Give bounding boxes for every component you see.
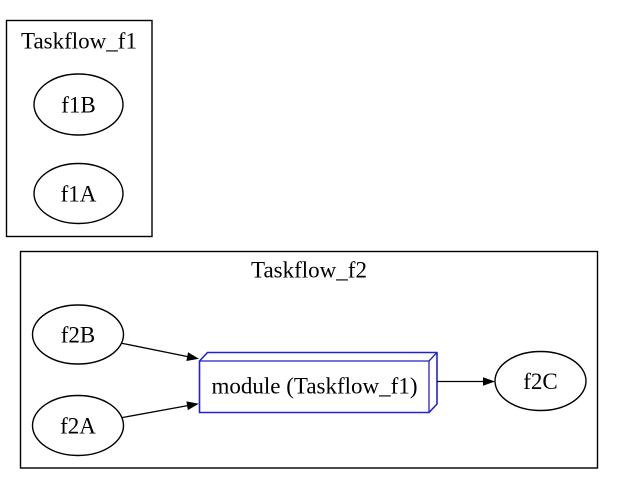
node-f2a: f2A xyxy=(31,394,125,457)
node-f1b-ellipse xyxy=(33,73,124,136)
cluster-taskflow-f2-border xyxy=(19,250,599,469)
edge-f2b-to-module xyxy=(121,342,199,362)
node-f2b-label: f2B xyxy=(61,323,96,348)
cluster-taskflow-f1-border xyxy=(5,19,153,238)
node-module-label: module (Taskflow_f1) xyxy=(212,374,418,399)
node-f2b-ellipse xyxy=(31,304,125,365)
node-f2b: f2B xyxy=(31,304,125,365)
node-module-box3d-depth-lines xyxy=(199,352,438,413)
cluster-taskflow-f1-label: Taskflow_f1 xyxy=(21,29,137,54)
node-f2c-ellipse xyxy=(494,350,587,412)
node-f2c: f2C xyxy=(494,350,587,412)
edge-f2a-to-module-line xyxy=(121,404,188,419)
cluster-taskflow-f2-label: Taskflow_f2 xyxy=(251,258,367,283)
cluster-taskflow-f1: Taskflow_f1 f1B f1A xyxy=(5,19,153,238)
edge-module-to-f2c xyxy=(437,377,495,386)
node-f1b: f1B xyxy=(33,73,124,136)
arrowhead-icon xyxy=(186,352,199,362)
node-f1a-label: f1A xyxy=(61,182,97,207)
cluster-taskflow-f2: Taskflow_f2 f2B f2A xyxy=(19,250,599,469)
node-f1b-label: f1B xyxy=(61,93,96,118)
node-f2a-label: f2A xyxy=(60,414,96,439)
node-f1a-ellipse xyxy=(33,162,124,225)
arrowhead-icon xyxy=(483,377,495,386)
node-f1a: f1A xyxy=(33,162,124,225)
edge-f2a-to-module xyxy=(121,401,199,419)
edge-f2b-to-module-line xyxy=(121,342,188,358)
node-f2a-ellipse xyxy=(31,394,125,457)
node-module-taskflow-f1: module (Taskflow_f1) xyxy=(198,351,438,414)
node-f2c-label: f2C xyxy=(523,369,558,394)
arrowhead-icon xyxy=(186,401,199,411)
